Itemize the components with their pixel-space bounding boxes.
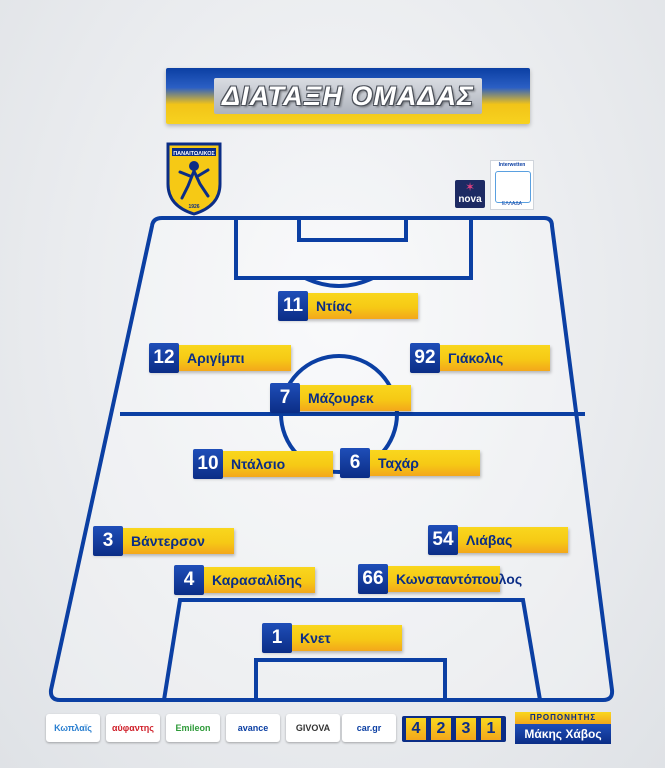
top-penalty-arc [304,276,374,288]
player-card: 4 Καρασαλίδης [174,565,315,595]
super-league-logo-icon: Interwetten ΕΛΛΑΔΑ [490,160,534,210]
coach-name: Μάκης Χάβος [515,724,611,744]
player-card: 66 Κωνσταντόπουλος [358,564,522,594]
league-emblem [495,171,531,203]
top-penalty-box [234,218,473,280]
formation-digit: 2 [431,718,451,740]
nova-star-icon: ✶ [464,180,476,194]
player-number: 66 [358,564,388,594]
player-card: 3 Βάντερσον [93,526,234,556]
league-bottom-text: ΕΛΛΑΔΑ [501,201,523,207]
nova-logo-icon: ✶ nova [455,180,485,208]
player-name: Αριγίμπι [187,350,245,366]
player-name: Κνετ [300,630,331,646]
center-circle [279,354,399,474]
player-number: 11 [278,291,308,321]
formation-display: 4 2 3 1 [402,716,506,742]
formation-digit: 1 [481,718,501,740]
player-card: 6 Ταχάρ [340,448,480,478]
player-name: Ντάλσιο [231,456,286,472]
player-card: 11 Ντίας [278,291,418,321]
coach-box: ΠΡΟΠΟΝΗΤΗΣ Μάκης Χάβος [515,712,611,744]
panaitolikos-crest-icon: ΠΑΝΑΙΤΩΛΙΚΟΣ 1926 [166,142,222,216]
player-name: Γιάκολις [448,350,504,366]
player-card: 7 Μάζουρεκ [270,383,411,413]
bottom-goal-box [254,658,447,700]
coach-label: ΠΡΟΠΟΝΗΤΗΣ [515,712,611,724]
player-number: 12 [149,343,179,373]
player-card: 10 Ντάλσιο [193,449,333,479]
player-card: 54 Λιάβας [428,525,568,555]
player-number: 10 [193,449,223,479]
player-card: 12 Αριγίμπι [149,343,291,373]
player-card: 1 Κνετ [262,623,402,653]
sponsor-logo: Κωπλαϊς [46,714,100,742]
sponsor-logo: avance [226,714,280,742]
player-name: Ταχάρ [378,455,419,471]
player-name: Βάντερσον [131,533,205,549]
player-number: 4 [174,565,204,595]
crest-top-text: ΠΑΝΑΙΤΩΛΙΚΟΣ [173,151,215,157]
player-name: Λιάβας [466,532,513,548]
sponsor-logo: car.gr [342,714,396,742]
player-number: 1 [262,623,292,653]
title-banner: ΔΙΑΤΑΞΗ ΟΜΑΔΑΣ [166,68,530,124]
player-number: 6 [340,448,370,478]
crest-year: 1926 [188,204,199,210]
formation-digit: 4 [406,718,426,740]
page-title: ΔΙΑΤΑΞΗ ΟΜΑΔΑΣ [214,78,482,114]
sponsor-logo: Emileon [166,714,220,742]
sponsor-strip: Κωπλαϊς αύφαντης Emileon avance GIVOVA c… [46,714,396,744]
bottom-penalty-box [162,598,542,701]
league-top-text: Interwetten [498,162,526,168]
sponsor-logo: GIVOVA [286,714,340,742]
top-goal-box [297,218,408,242]
player-name: Μάζουρεκ [308,390,374,406]
player-card: 92 Γιάκολις [410,343,550,373]
player-number: 7 [270,383,300,413]
formation-digit: 3 [456,718,476,740]
player-number: 3 [93,526,123,556]
sponsor-logo: αύφαντης [106,714,160,742]
player-name: Ντίας [316,298,353,314]
nova-label: nova [458,194,482,205]
player-number: 92 [410,343,440,373]
player-number: 54 [428,525,458,555]
player-name: Κωνσταντόπουλος [396,571,523,587]
player-name: Καρασαλίδης [212,572,302,588]
